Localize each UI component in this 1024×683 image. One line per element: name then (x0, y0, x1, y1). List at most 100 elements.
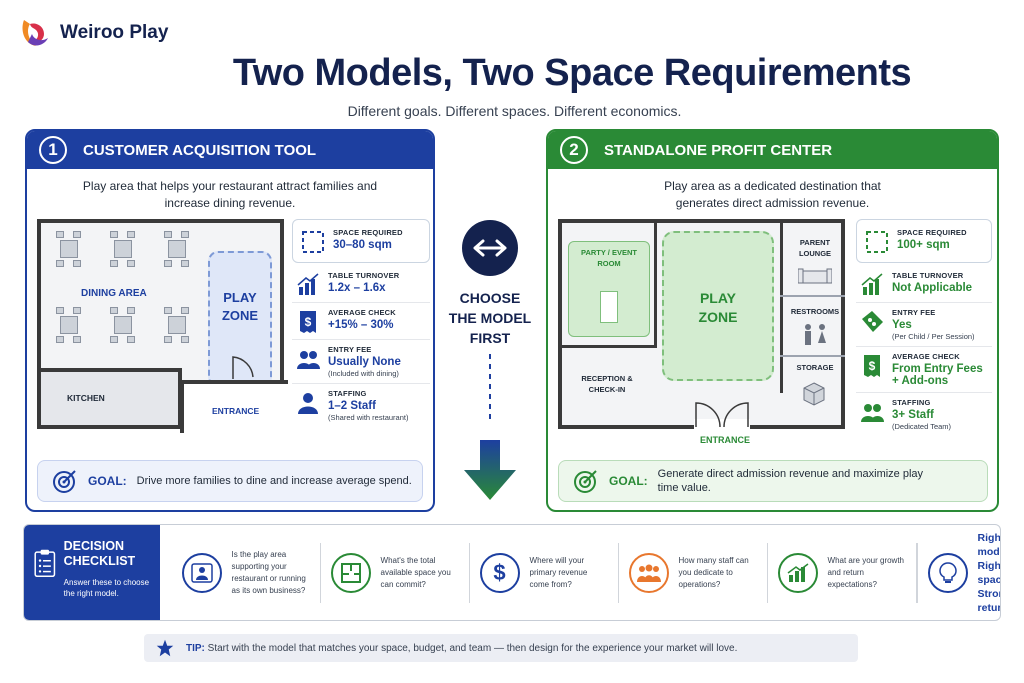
group-icon (297, 351, 320, 369)
stat-label: STAFFING (892, 398, 931, 407)
stat-value: Usually None (328, 356, 401, 368)
floorplan-icon (330, 552, 371, 593)
party-room (568, 241, 650, 337)
model-2-description: Play area as a dedicated destination tha… (664, 179, 881, 210)
wall (654, 223, 657, 348)
page-title: Two Models, Two Space Requirements (232, 52, 912, 94)
party-table (600, 291, 618, 323)
checklist-header: DECISION CHECKLIST Answer these to choos… (24, 525, 160, 620)
group-icon (861, 404, 884, 422)
checklist-subtitle: Answer these to choose the right model. (63, 578, 150, 598)
stat-sub: (Shared with restaurant) (328, 413, 409, 422)
tip-label: TIP: (186, 642, 205, 654)
conclusion-line-1: Right model. (977, 531, 1001, 558)
growth-chart-icon (861, 273, 883, 295)
play-zone-area (208, 251, 272, 387)
model-1-header: 1 CUSTOMER ACQUISITION TOOL (27, 131, 433, 169)
model-1-goal: GOAL: Drive more families to dine and in… (37, 460, 423, 502)
storage-label: STORAGE (796, 363, 834, 372)
dining-table (105, 231, 141, 267)
stat-value: 30–80 sqm (333, 239, 392, 251)
stat-value: Yes (892, 319, 912, 331)
dining-table (159, 307, 195, 343)
space-icon (302, 231, 324, 253)
restrooms-label: RESTROOMS (790, 307, 840, 316)
double-arrow-icon (462, 220, 518, 276)
stat-value: 1.2x – 1.6x (328, 282, 386, 294)
wall (562, 345, 657, 348)
entrance-door-icon (695, 402, 749, 428)
stat-sub: (Included with dining) (328, 369, 399, 378)
stat-sub: (Per Child / Per Session) (892, 332, 975, 341)
lightbulb-icon (927, 552, 968, 593)
svg-text:$: $ (305, 315, 312, 329)
stat-value: 3+ Staff (892, 409, 934, 421)
model-2-number: 2 (560, 136, 588, 164)
wall (780, 355, 845, 357)
model-2-title: STANDALONE PROFIT CENTER (604, 141, 833, 159)
entrance-label: ENTRANCE (700, 435, 751, 445)
party-room-label: PARTY / EVENT ROOM (581, 248, 637, 268)
choose-model-text: CHOOSE THE MODEL FIRST (440, 288, 540, 348)
model-2-goal: GOAL: Generate direct admission revenue … (558, 460, 988, 502)
stat-value: Not Applicable (892, 282, 973, 294)
growth-chart-icon (777, 552, 818, 593)
model-2-panel: 2 STANDALONE PROFIT CENTER Play area as … (546, 129, 999, 512)
receipt-dollar-icon: $ (864, 355, 880, 377)
down-arrow-icon (464, 354, 516, 500)
stat-space-required: SPACE REQUIRED 100+ sqm (856, 219, 992, 263)
model-2-header: 2 STANDALONE PROFIT CENTER (548, 131, 997, 169)
play-zone-label: PLAY ZONE (221, 290, 259, 323)
dollar-icon: $ (479, 552, 520, 593)
wall (780, 295, 845, 297)
dining-table (105, 307, 141, 343)
stat-label: SPACE REQUIRED (897, 228, 967, 237)
dining-area-label: DINING AREA (81, 288, 147, 299)
kitchen-room (37, 368, 182, 429)
stat-label: ENTRY FEE (328, 345, 372, 354)
model-1-floorplan: DINING AREA PLAY ZONE KITCHEN ENTRANCE (37, 219, 288, 433)
clipboard-icon (34, 549, 56, 577)
entrance-opening (180, 380, 288, 433)
goal-text: Generate direct admission revenue and ma… (657, 468, 924, 494)
stat-label: AVERAGE CHECK (328, 308, 396, 317)
growth-chart-icon (297, 273, 319, 295)
person-icon (298, 393, 318, 414)
conclusion-line-2: Right space. (977, 559, 1001, 586)
checklist-title: DECISION CHECKLIST (63, 539, 136, 568)
play-zone-area (662, 231, 774, 381)
choose-line-3: FIRST (469, 330, 511, 346)
stat-value: +15% – 30% (328, 319, 394, 331)
decision-checklist: DECISION CHECKLIST Answer these to choos… (23, 524, 1001, 621)
stat-entry-fee: ENTRY FEE Usually None(Included with dini… (292, 340, 430, 384)
choose-model-divider: CHOOSE THE MODEL FIRST (440, 220, 540, 507)
checklist-question: What's the total available space you can… (380, 555, 451, 589)
stat-value: From Entry Fees + Add-ons (892, 363, 983, 387)
dining-table (51, 231, 87, 267)
target-icon (53, 470, 76, 493)
parent-lounge-label: PARENT LOUNGE (798, 238, 832, 258)
reception-label: RECEPTION & CHECK-IN (581, 374, 633, 394)
checklist-question: Where will your primary revenue come fro… (529, 555, 588, 589)
checklist-items: Is the play area supporting your restaur… (160, 525, 1001, 620)
brand-logo: Weiroo Play (18, 16, 168, 50)
checklist-conclusion: Right model. Right space. Stronger retur… (977, 531, 1001, 615)
checklist-item: Is the play area supporting your restaur… (172, 542, 321, 603)
checklist-item: $ Where will your primary revenue come f… (470, 542, 619, 603)
checklist-item: What's the total available space you can… (321, 542, 470, 603)
stat-sub: (Dedicated Team) (892, 422, 952, 431)
entrance-label: ENTRANCE (212, 406, 260, 416)
model-1-title: CUSTOMER ACQUISITION TOOL (83, 141, 317, 159)
stat-staffing: STAFFING 3+ Staff(Dedicated Team) (856, 393, 992, 436)
svg-text:$: $ (869, 359, 876, 373)
kitchen-label: KITCHEN (67, 393, 105, 403)
stat-label: STAFFING (328, 389, 367, 398)
dining-table (159, 231, 195, 267)
tip-bar: TIP: Start with the model that matches y… (144, 634, 858, 662)
stat-value: 100+ sqm (897, 239, 950, 251)
entrance-opening (694, 419, 750, 431)
